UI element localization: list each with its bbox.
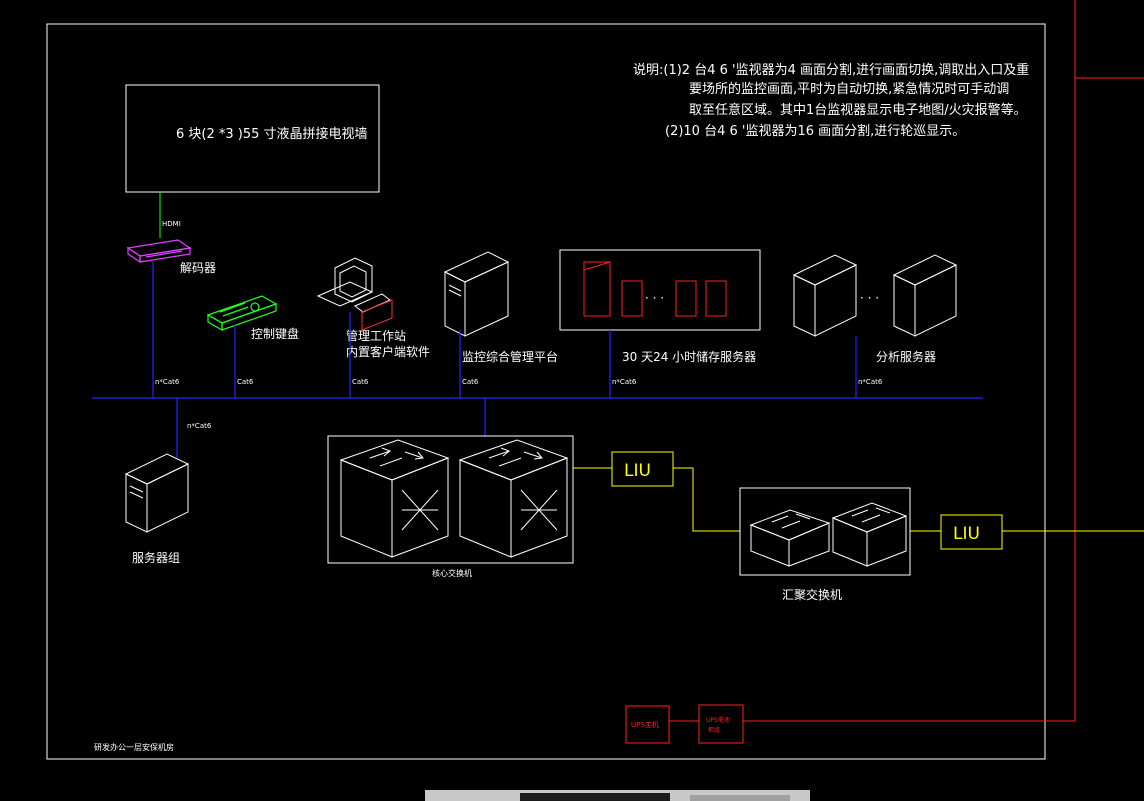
liu-1-box [611,451,674,487]
platform-cable-label: Cat6 [462,378,479,386]
analysis-label: 分析服务器 [876,349,936,364]
bus-drops [152,262,857,458]
agg-switch-icon-2 [831,502,908,567]
analysis-server-icon-1 [792,254,858,337]
ups-host-box [625,705,670,744]
decoder-cable-label: n*Cat6 [155,378,180,386]
platform-server-icon [443,251,510,337]
ups-battery-label-2: 柜组 [708,726,720,734]
server-group-cable-label: n*Cat6 [187,422,212,430]
cable-labels: n*Cat6 Cat6 Cat6 Cat6 n*Cat6 n*Cat6 n*Ca… [155,378,883,430]
ups-host-label: UPS主机 [631,720,659,729]
room-title: 研发办公一层安保机房 [94,742,174,752]
aggregation-switch-label: 汇聚交换机 [782,587,842,602]
core-switch-icon-1 [339,439,450,558]
platform-label: 监控综合管理平台 [462,349,558,364]
workstation-cable-label: Cat6 [352,378,369,386]
workstation-label-1: 管理工作站 [346,328,406,343]
video-wall-box [125,84,380,193]
keyboard-label: 控制键盘 [251,326,299,341]
agg-switch-icon-1 [749,509,831,567]
aggregation-switch-box [739,487,911,576]
core-switch-icon-2 [458,439,569,558]
liu-2-box [940,514,1003,550]
keyboard-cable-label: Cat6 [237,378,254,386]
decoder-icon [126,239,192,264]
note-line-3: 取至任意区域。其中1台监视器显示电子地图/火灾报警等。 [689,102,1027,118]
liu-2-label: LIU [953,524,980,544]
core-switch-box [327,435,574,564]
control-keyboard-icon [206,295,278,332]
decoder-label: 解码器 [180,261,216,275]
ups-battery-box [698,704,744,744]
ups-power-lines [669,0,1144,722]
fiber-lines [573,467,1144,532]
drawing-frame [46,23,1046,760]
workstation-label-2: 内置客户端软件 [346,344,430,359]
storage-label: 30 天24 小时储存服务器 [622,349,756,364]
workstation-icon [316,257,393,331]
note-line-1: 说明:(1)2 台4 6 '监视器为4 画面分割,进行画面切换,调取出入口及重 [633,62,1029,78]
hdmi-label: HDMI [162,220,181,228]
ups-battery-label-1: UPS电池 [706,716,730,724]
storage-server-box [559,249,761,331]
storage-server-icons [583,261,727,317]
server-group-icon [124,453,190,533]
analysis-cable-label: n*Cat6 [858,378,883,386]
storage-dots: · · · [645,291,664,305]
analysis-dots: · · · [860,291,879,305]
video-wall-label: 6 块(2 *3 )55 寸液晶拼接电视墙 [176,126,368,142]
liu-1-label: LIU [624,461,651,481]
analysis-server-icon-2 [892,254,958,337]
server-group-label: 服务器组 [132,550,180,565]
storage-cable-label: n*Cat6 [612,378,637,386]
bottom-toolbar[interactable] [425,790,810,801]
note-line-2: 要场所的监控画面,平时为自动切换,紧急情况时可手动调 [689,81,1009,97]
note-line-4: (2)10 台4 6 '监视器为16 画面分割,进行轮巡显示。 [665,123,965,139]
core-switch-label: 核心交换机 [432,568,472,578]
notes-block: 说明:(1)2 台4 6 '监视器为4 画面分割,进行画面切换,调取出入口及重 … [633,62,1029,139]
